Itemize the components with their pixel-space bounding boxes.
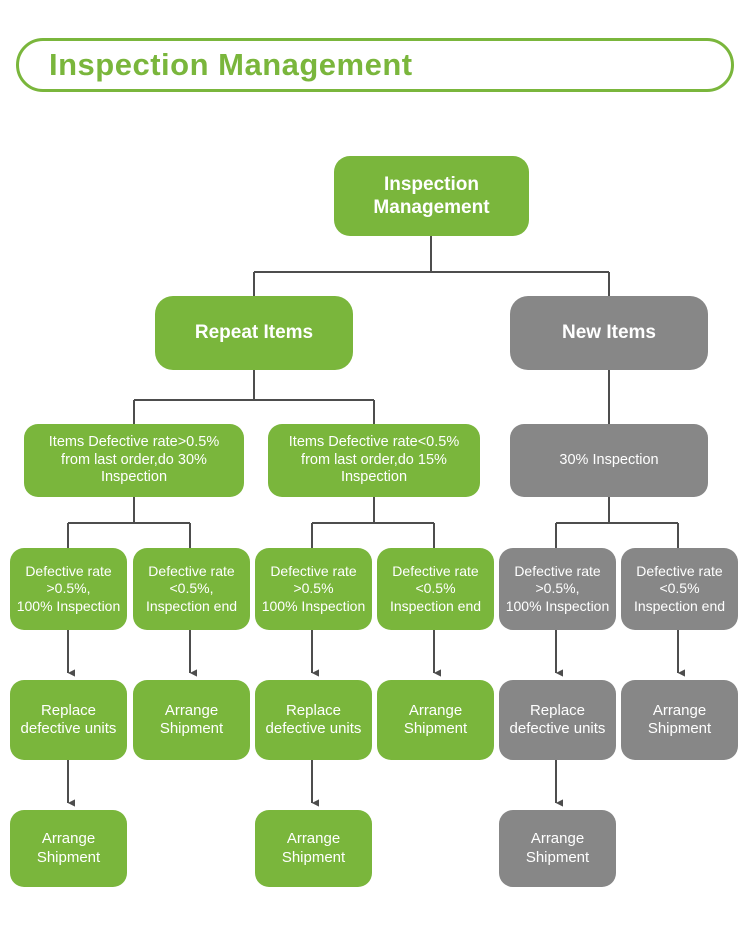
page-title: Inspection Management: [49, 47, 413, 82]
node-final-1[interactable]: Arrange Shipment: [10, 810, 127, 887]
node-label: Arrange Shipment: [403, 701, 468, 737]
node-rule-repeat-high[interactable]: Items Defective rate>0.5% from last orde…: [24, 424, 244, 497]
node-action-4[interactable]: Arrange Shipment: [377, 680, 494, 760]
node-rule-new-30[interactable]: 30% Inspection: [510, 424, 708, 497]
node-final-3[interactable]: Arrange Shipment: [499, 810, 616, 887]
node-label: Arrange Shipment: [36, 830, 101, 866]
node-label: Items Defective rate>0.5% from last orde…: [48, 433, 220, 486]
node-label: 30% Inspection: [559, 451, 659, 468]
node-label: Replace defective units: [20, 701, 117, 737]
node-result-3[interactable]: Defective rate >0.5% 100% Inspection: [255, 548, 372, 630]
node-label: Defective rate <0.5% Inspection end: [389, 563, 482, 614]
node-repeat-items[interactable]: Repeat Items: [155, 296, 353, 370]
node-rule-repeat-low[interactable]: Items Defective rate<0.5% from last orde…: [268, 424, 480, 497]
node-action-2[interactable]: Arrange Shipment: [133, 680, 250, 760]
node-new-items[interactable]: New Items: [510, 296, 708, 370]
connectors-level3-4: [67, 497, 679, 548]
node-result-2[interactable]: Defective rate <0.5%, Inspection end: [133, 548, 250, 630]
connectors-level5-6: [67, 760, 563, 807]
node-action-3[interactable]: Replace defective units: [255, 680, 372, 760]
node-inspection-management[interactable]: Inspection Management: [334, 156, 529, 236]
header-banner: Inspection Management: [16, 38, 734, 92]
node-label: Arrange Shipment: [525, 830, 590, 866]
node-label: Defective rate <0.5% Inspection end: [633, 563, 726, 614]
connectors-level2-3: [133, 370, 610, 424]
node-label: Arrange Shipment: [647, 701, 712, 737]
node-final-2[interactable]: Arrange Shipment: [255, 810, 372, 887]
node-result-5[interactable]: Defective rate >0.5%, 100% Inspection: [499, 548, 616, 630]
node-label: New Items: [562, 322, 656, 344]
node-label: Defective rate >0.5%, 100% Inspection: [505, 563, 610, 614]
node-label: Arrange Shipment: [159, 701, 224, 737]
connectors-level4-5: [67, 630, 685, 677]
node-result-1[interactable]: Defective rate >0.5%, 100% Inspection: [10, 548, 127, 630]
node-label: Items Defective rate<0.5% from last orde…: [288, 433, 460, 486]
node-label: Defective rate >0.5%, 100% Inspection: [16, 563, 121, 614]
node-label: Inspection Management: [373, 173, 490, 218]
node-action-5[interactable]: Replace defective units: [499, 680, 616, 760]
node-label: Arrange Shipment: [281, 830, 346, 866]
node-action-1[interactable]: Replace defective units: [10, 680, 127, 760]
node-action-6[interactable]: Arrange Shipment: [621, 680, 738, 760]
node-label: Defective rate >0.5% 100% Inspection: [261, 563, 366, 614]
node-label: Replace defective units: [509, 701, 606, 737]
node-result-6[interactable]: Defective rate <0.5% Inspection end: [621, 548, 738, 630]
node-label: Replace defective units: [265, 701, 362, 737]
connectors-level1-2: [253, 236, 610, 296]
node-result-4[interactable]: Defective rate <0.5% Inspection end: [377, 548, 494, 630]
node-label: Repeat Items: [194, 322, 314, 344]
node-label: Defective rate <0.5%, Inspection end: [145, 563, 238, 614]
